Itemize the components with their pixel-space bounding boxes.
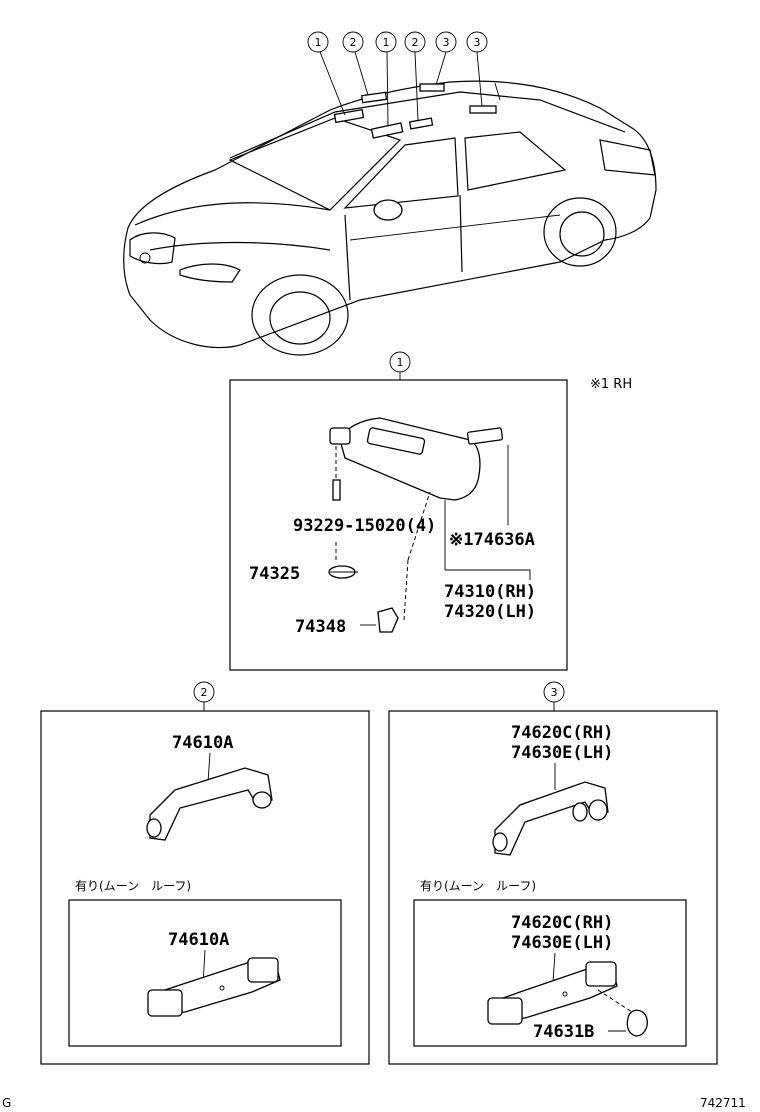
callout-3b: 3 [474,36,481,49]
section1-callout-num: 1 [397,356,404,369]
visor-rh-part-number: 74310(RH) [444,582,536,602]
assist-grip-c-moonroof [487,961,648,1037]
assist-grip-c [492,781,609,856]
ref-part-number: ※174636A [449,530,535,550]
clip-part-number: 74631B [533,1022,594,1042]
visor-lh-part-number: 74320(LH) [444,602,536,622]
section3-box [388,710,718,1065]
washer-part-number: 74325 [249,564,300,584]
callout-1a: 1 [315,36,322,49]
footer-code: 742711 [700,1096,746,1110]
moonroof-note-2: 有り(ムーン ルーフ) [75,879,191,893]
callout-3a: 3 [443,36,450,49]
section2-inner-box [68,899,342,1047]
callout-circle [307,31,329,53]
grip-c-moonroof-rh-part-number: 74620C(RH) [511,913,613,933]
grip-c-rh-part-number: 74620C(RH) [511,723,613,743]
assist-grip-a-moonroof [147,957,281,1017]
section2-box [40,710,370,1065]
holder-part-number: 74348 [295,617,346,637]
callout-1b: 1 [383,36,390,49]
callout-2a: 2 [350,36,357,49]
callout-2b: 2 [412,36,419,49]
section3-callout-num: 3 [551,686,558,699]
grip-e-lh-part-number: 74630E(LH) [511,743,613,763]
screw-part-number: 93229-15020(4) [293,516,436,536]
sun-visor [328,417,531,633]
section1-box [229,379,568,671]
grip-a-part-number: 74610A [172,733,233,753]
footer-left: G [2,1096,11,1110]
callout-circle [375,31,397,53]
car-illustration [123,80,657,356]
grip-a-moonroof-part-number: 74610A [168,930,229,950]
section2-callout-num: 2 [201,686,208,699]
assist-grip-a [146,767,273,841]
callout-circle [342,31,364,53]
rh-note: ※1 RH [590,377,632,392]
moonroof-note-3: 有り(ムーン ルーフ) [420,879,536,893]
grip-e-moonroof-lh-part-number: 74630E(LH) [511,933,613,953]
top-callouts: 1 2 1 2 3 3 [307,31,488,126]
section3-inner-box [413,899,687,1047]
